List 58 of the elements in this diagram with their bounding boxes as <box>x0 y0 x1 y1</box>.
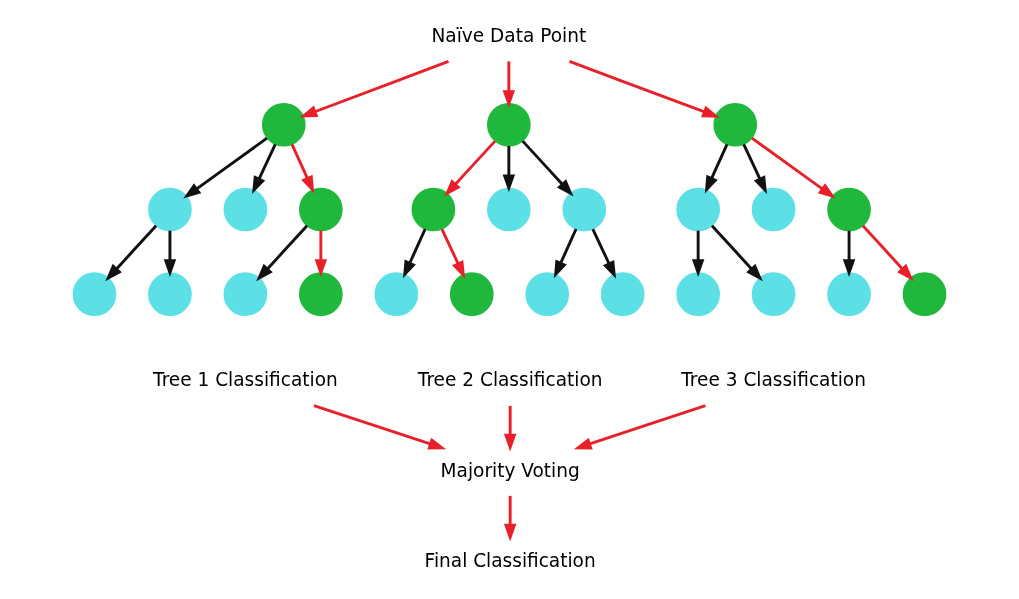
node-circle <box>525 272 570 317</box>
arrow <box>553 228 578 279</box>
node-circle <box>562 187 607 232</box>
arrow <box>444 140 497 197</box>
node-circle <box>902 272 947 317</box>
node-circle <box>713 102 758 147</box>
arrow <box>299 60 450 118</box>
node-circle <box>827 187 871 232</box>
arrow <box>313 404 447 450</box>
node-circle <box>676 187 720 232</box>
node-circle <box>676 272 720 317</box>
arrow <box>573 404 706 450</box>
arrow <box>842 230 856 278</box>
arrow <box>502 61 516 108</box>
node-circle <box>261 102 306 147</box>
node-text: Tree 1 Classification <box>153 369 338 391</box>
node-circle <box>449 272 494 317</box>
node-circle <box>487 102 531 147</box>
node-text: Final Classification <box>424 549 596 571</box>
arrow <box>256 224 309 282</box>
node-text: Naïve Data Point <box>431 25 587 47</box>
node-circle <box>223 272 268 317</box>
node-circle <box>751 272 796 317</box>
arrow <box>503 405 517 452</box>
arrow <box>503 495 517 542</box>
arrow <box>569 60 720 118</box>
arrow <box>440 228 466 279</box>
node-circle <box>148 272 192 317</box>
arrow <box>502 145 516 193</box>
node-circle <box>148 187 192 232</box>
arrow <box>591 228 617 279</box>
node-circle <box>374 272 419 317</box>
node-circle <box>600 272 645 317</box>
arrow <box>521 140 574 197</box>
node-circle <box>751 187 796 232</box>
node-text: Tree 3 Classification <box>681 369 866 391</box>
node-text: Majority Voting <box>440 459 580 481</box>
arrow <box>691 230 705 278</box>
arrow <box>751 137 836 199</box>
node-circle <box>72 272 117 317</box>
node-circle <box>487 187 531 232</box>
node-text: Tree 2 Classification <box>417 369 603 391</box>
node-circle <box>411 187 456 232</box>
arrow <box>710 224 763 282</box>
arrow <box>402 228 427 279</box>
arrow <box>252 143 277 194</box>
arrow <box>163 230 177 278</box>
arrow <box>105 224 158 282</box>
arrow <box>742 143 767 194</box>
node-circle <box>827 272 871 317</box>
node-circle <box>299 187 343 232</box>
node-circle <box>223 187 268 232</box>
arrow <box>183 137 268 199</box>
arrow <box>861 224 914 282</box>
arrow <box>290 143 315 194</box>
arrow <box>704 143 729 194</box>
arrow <box>314 230 328 278</box>
node-circle <box>299 272 343 317</box>
